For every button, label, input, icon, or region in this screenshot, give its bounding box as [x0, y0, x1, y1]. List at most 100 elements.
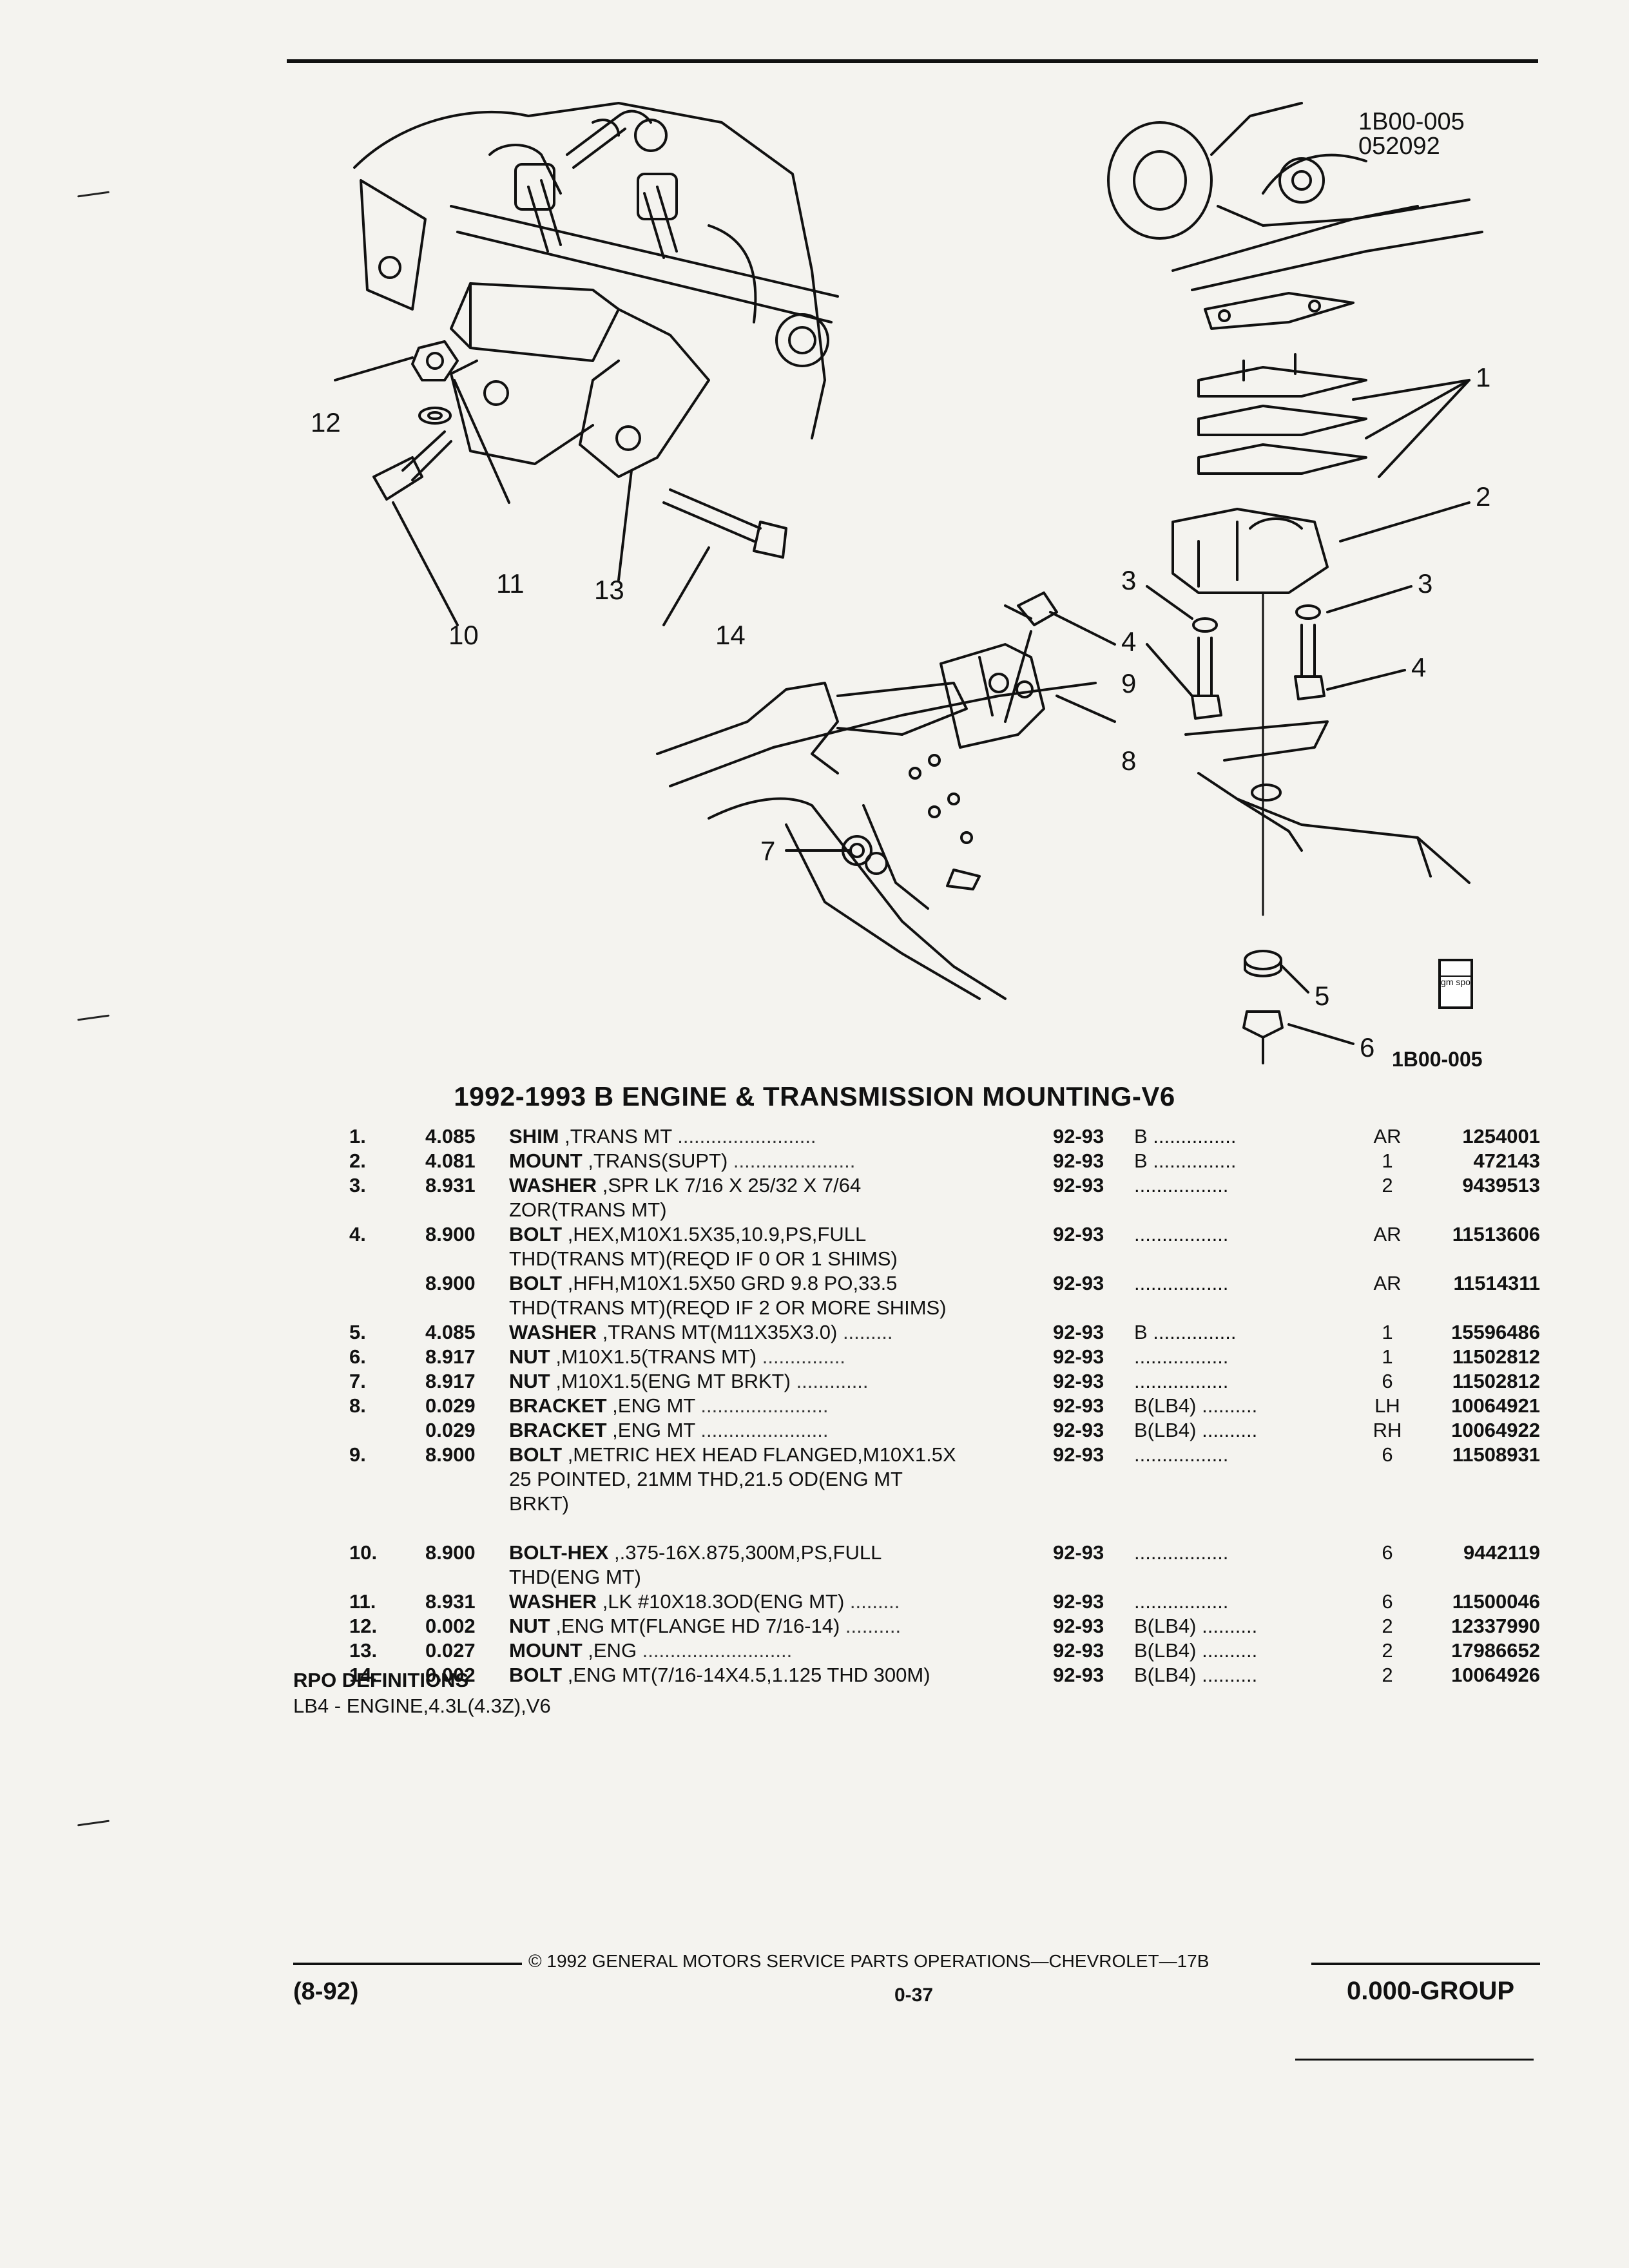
group-number: 4.081	[425, 1149, 476, 1172]
quantity: 2	[1382, 1615, 1393, 1637]
part-number: 10064922	[1451, 1419, 1540, 1441]
model-years: 92-93	[1053, 1125, 1104, 1148]
footer-rule-right	[1311, 1963, 1540, 1965]
illustration-code-bottom: 1B00-005	[1392, 1048, 1483, 1071]
callout-3: 3	[1418, 568, 1432, 599]
option-series: .................	[1134, 1370, 1229, 1392]
description: MOUNT ,ENG ...........................	[509, 1639, 793, 1662]
group-number: 8.900	[425, 1541, 476, 1564]
option-series: .................	[1134, 1443, 1229, 1466]
parts-row: 25 POINTED, 21MM THD,21.5 OD(ENG MT	[0, 1467, 1629, 1492]
group-number: 0.029	[425, 1419, 476, 1441]
part-number: 11508931	[1452, 1443, 1540, 1466]
description: WASHER ,SPR LK 7/16 X 25/32 X 7/64	[509, 1174, 862, 1196]
option-series: .................	[1134, 1590, 1229, 1613]
group-number: 0.029	[425, 1394, 476, 1417]
model-years: 92-93	[1053, 1443, 1104, 1466]
group-number: 4.085	[425, 1321, 476, 1343]
quantity: AR	[1373, 1223, 1402, 1245]
leader-dots: .......................	[695, 1419, 829, 1441]
callout-3: 3	[1121, 565, 1136, 595]
part-name: WASHER	[509, 1590, 597, 1613]
parts-row: ZOR(TRANS MT)	[0, 1198, 1629, 1222]
callout-9: 9	[1121, 668, 1136, 698]
quantity: 6	[1382, 1541, 1393, 1564]
part-name: BRACKET	[509, 1419, 607, 1441]
item-number: 10.	[349, 1541, 378, 1564]
callout-13: 13	[594, 575, 624, 605]
description: WASHER ,TRANS MT(M11X35X3.0) .........	[509, 1321, 893, 1343]
part-number: 10064926	[1451, 1664, 1540, 1686]
frame-crossmember-drawing	[656, 591, 1116, 1000]
description: BOLT ,HEX,M10X1.5X35,10.9,PS,FULL	[509, 1223, 867, 1245]
model-years: 92-93	[1053, 1370, 1104, 1392]
option-series: .................	[1134, 1541, 1229, 1564]
quantity: 1	[1382, 1321, 1393, 1343]
description: BOLT ,METRIC HEX HEAD FLANGED,M10X1.5X	[509, 1443, 956, 1466]
group-number: 0.002	[425, 1664, 476, 1686]
parts-row	[0, 1516, 1629, 1541]
group-number: 8.900	[425, 1223, 476, 1245]
part-number: 11502812	[1452, 1345, 1540, 1368]
part-name: NUT	[509, 1615, 550, 1637]
leader-dots: ..........	[840, 1615, 901, 1637]
group-number: 8.917	[425, 1370, 476, 1392]
leader-dots: .........	[844, 1590, 900, 1613]
exploded-parts-diagram: 1 2 3 3 4 4 5 6 7 8 9 10 11 12 13 14	[311, 102, 1490, 1064]
part-number: 15596486	[1451, 1321, 1540, 1343]
page-title: 1992-1993 B ENGINE & TRANSMISSION MOUNTI…	[454, 1081, 1175, 1111]
callout-6: 6	[1360, 1032, 1374, 1062]
part-number: 9439513	[1462, 1174, 1540, 1196]
model-years: 92-93	[1053, 1664, 1104, 1686]
option-series: B ...............	[1134, 1149, 1237, 1172]
option-series: B(LB4) ..........	[1134, 1419, 1258, 1441]
footer-page-number: 0-37	[894, 1984, 934, 2006]
group-number: 4.085	[425, 1125, 476, 1148]
callout-4: 4	[1121, 626, 1136, 657]
option-series: B ...............	[1134, 1321, 1237, 1343]
part-name: BOLT	[509, 1664, 563, 1686]
description: NUT ,ENG MT(FLANGE HD 7/16-14) .........…	[509, 1615, 901, 1637]
model-years: 92-93	[1053, 1272, 1104, 1294]
description: NUT ,M10X1.5(TRANS MT) ...............	[509, 1345, 845, 1368]
part-name: BRACKET	[509, 1394, 607, 1417]
quantity: 6	[1382, 1370, 1393, 1392]
part-number: 10064921	[1451, 1394, 1540, 1417]
item-number: 14.	[349, 1664, 378, 1686]
description: WASHER ,LK #10X18.3OD(ENG MT) .........	[509, 1590, 900, 1613]
parts-row: BRKT)	[0, 1492, 1629, 1516]
part-name: NUT	[509, 1370, 550, 1392]
leader-dots: ......................	[728, 1149, 856, 1172]
model-years: 92-93	[1053, 1174, 1104, 1196]
callout-5: 5	[1315, 981, 1329, 1011]
item-number: 13.	[349, 1639, 378, 1662]
option-series: B(LB4) ..........	[1134, 1664, 1258, 1686]
model-years: 92-93	[1053, 1149, 1104, 1172]
leader-dots: ...........................	[637, 1639, 793, 1662]
option-series: B(LB4) ..........	[1134, 1615, 1258, 1637]
illustration-code-top: 1B00-005	[1358, 108, 1465, 135]
option-series: B(LB4) ..........	[1134, 1639, 1258, 1662]
quantity: 6	[1382, 1590, 1393, 1613]
quantity: AR	[1373, 1272, 1402, 1294]
parts-row: THD(ENG MT)	[0, 1565, 1629, 1590]
description: 25 POINTED, 21MM THD,21.5 OD(ENG MT	[509, 1468, 903, 1490]
group-number: 0.002	[425, 1615, 476, 1637]
callout-11: 11	[496, 568, 525, 599]
leader-dots: .........	[837, 1321, 893, 1343]
footer-copyright: © 1992 GENERAL MOTORS SERVICE PARTS OPER…	[528, 1951, 1210, 1971]
option-series: .................	[1134, 1272, 1229, 1294]
part-name: SHIM	[509, 1125, 559, 1148]
description: BOLT ,ENG MT(7/16-14X4.5,1.125 THD 300M)	[509, 1664, 930, 1686]
item-number: 8.	[349, 1394, 366, 1417]
model-years: 92-93	[1053, 1345, 1104, 1368]
part-number: 11500046	[1452, 1590, 1540, 1613]
part-name: BOLT	[509, 1223, 563, 1245]
